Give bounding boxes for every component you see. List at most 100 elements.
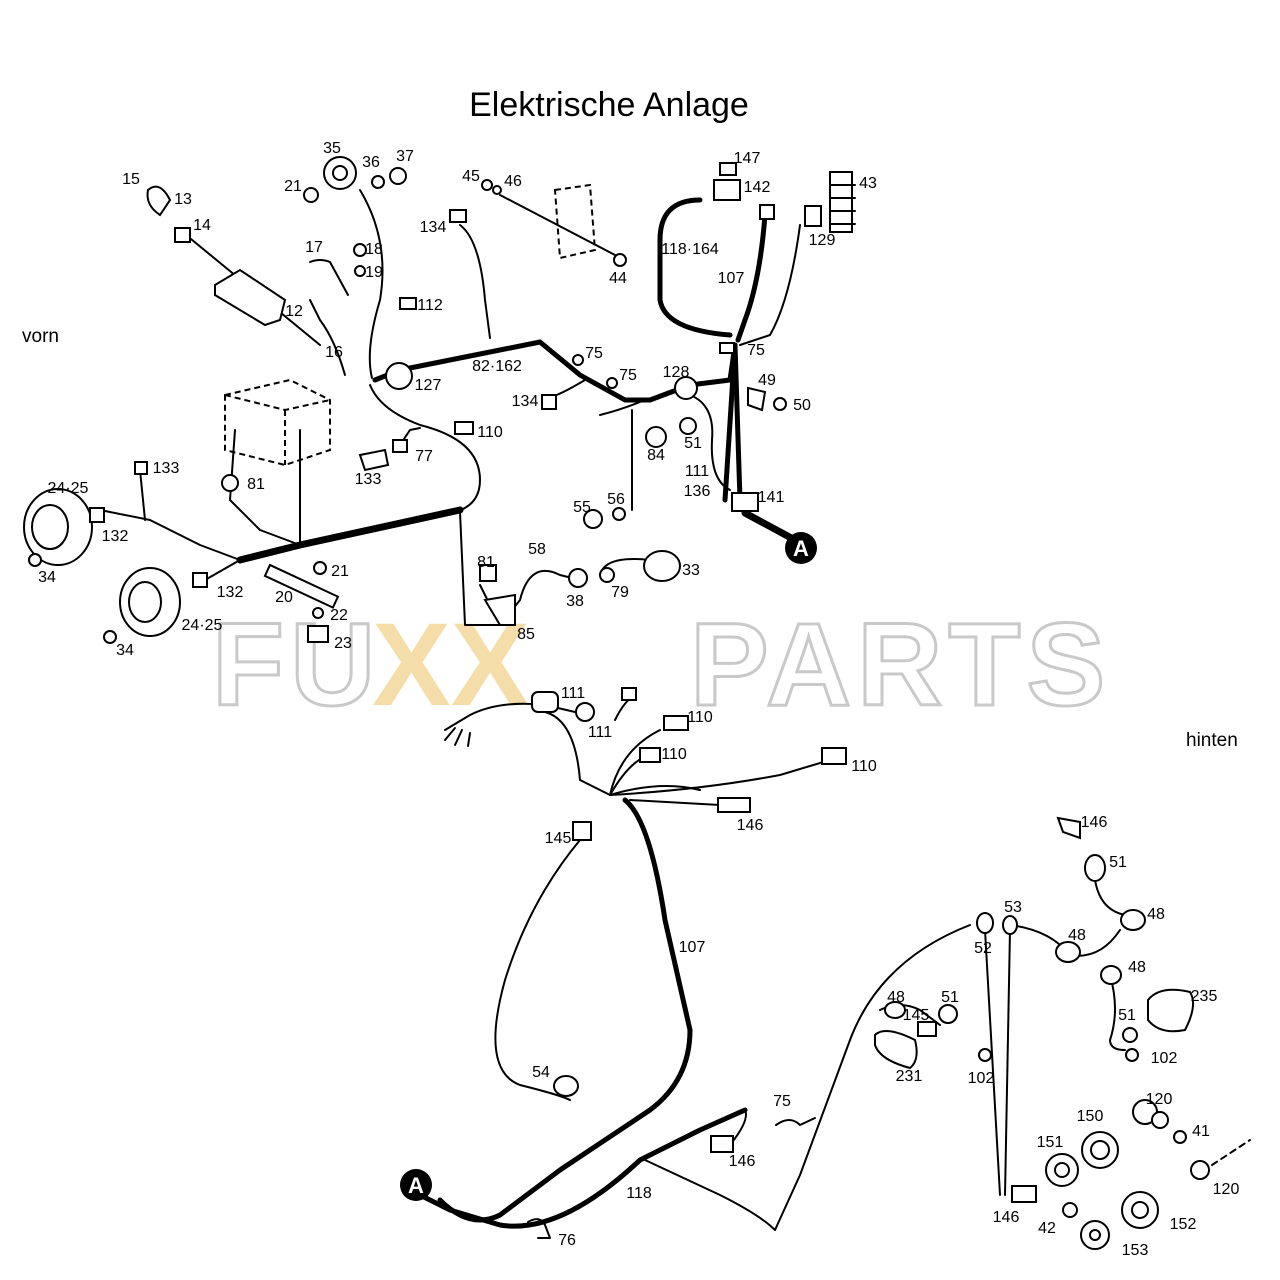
- callout-c132a: 132: [102, 528, 129, 545]
- headlight-wire-upper: [99, 509, 241, 561]
- connector-146d: [1011, 1185, 1037, 1203]
- bracket-12: [214, 268, 287, 327]
- bulb-120b: [1190, 1160, 1210, 1180]
- callout-c37: 37: [396, 148, 414, 165]
- marker-a-bottom-label: A: [408, 1173, 424, 1198]
- grommet-48c: [1100, 965, 1122, 985]
- loom-loop-wire: [369, 384, 481, 513]
- wire-85: [459, 511, 501, 626]
- clip-75b: [606, 377, 618, 389]
- callout-c45: 45: [462, 168, 480, 185]
- washer-36: [371, 175, 385, 189]
- connector-111a: [531, 691, 559, 713]
- wire-51-146: [1094, 879, 1126, 916]
- callout-c111c: 111: [588, 724, 612, 741]
- bulb-38: [568, 568, 588, 588]
- callout-c118164: 118·164: [661, 241, 719, 258]
- connector-110d: [821, 747, 847, 765]
- grommet-128: [674, 376, 698, 400]
- clip-81a: [221, 474, 239, 492]
- callout-c50: 50: [793, 397, 811, 414]
- connector-133a: [134, 461, 148, 475]
- callout-c49: 49: [758, 372, 776, 389]
- connector-110a: [454, 421, 474, 435]
- screw-41: [1173, 1130, 1187, 1144]
- plug-84: [645, 426, 667, 448]
- housing-150-center: [1090, 1140, 1110, 1160]
- connector-146b: [710, 1135, 734, 1153]
- callout-c84: 84: [647, 447, 665, 464]
- connector-112: [399, 297, 417, 310]
- callout-c134b: 134: [512, 393, 539, 410]
- lamp-15: [146, 185, 172, 217]
- callout-c51c: 51: [1118, 1007, 1136, 1024]
- grommet-48d: [884, 1001, 906, 1019]
- front-components: [23, 156, 856, 644]
- grommet-111b: [575, 702, 595, 722]
- connector-146a: [717, 797, 751, 813]
- callout-c146d: 146: [993, 1209, 1020, 1226]
- callout-c85: 85: [517, 626, 535, 643]
- socket-79: [599, 567, 615, 583]
- bulb-120a: [1151, 1111, 1169, 1129]
- callout-c75b: 75: [619, 367, 637, 384]
- callout-c58: 58: [528, 541, 546, 558]
- marker-a-top-label: A: [793, 536, 809, 561]
- callout-c23: 23: [334, 635, 352, 652]
- connector-110c: [639, 747, 661, 763]
- horn-wire: [359, 189, 384, 379]
- callout-c56: 56: [607, 491, 625, 508]
- screw-50: [773, 397, 787, 411]
- callout-c147: 147: [734, 150, 761, 167]
- headlight-upper-lens: [31, 504, 69, 550]
- grommet-48b: [1055, 941, 1081, 963]
- callout-c22: 22: [330, 607, 348, 624]
- socket-151-center: [1054, 1162, 1070, 1178]
- callout-c120b: 120: [1213, 1181, 1240, 1198]
- grommet-48a: [1120, 909, 1146, 931]
- callout-c75c: 75: [747, 342, 765, 359]
- callout-c53: 53: [1004, 899, 1022, 916]
- relay-box-dashed: [553, 183, 597, 260]
- callout-c81b: 81: [477, 554, 495, 571]
- wire-107-main: [437, 797, 693, 1223]
- wire-129: [739, 224, 801, 346]
- callout-c79: 79: [611, 584, 629, 601]
- connector-145a: [572, 821, 592, 841]
- reflector-153-center: [1089, 1229, 1101, 1241]
- callout-c48a: 48: [1147, 906, 1165, 923]
- callout-c111a: 111: [685, 463, 709, 480]
- grommet-51d: [938, 1004, 958, 1024]
- bulb-120b-axis: [1211, 1139, 1251, 1166]
- callout-c133a: 133: [355, 471, 382, 488]
- wire-rear-vertical-1: [984, 929, 1001, 1196]
- clip-75a: [572, 354, 584, 366]
- callout-c145b: 145: [903, 1007, 930, 1024]
- strip-20: [263, 563, 340, 609]
- middle-harness: [407, 694, 971, 1231]
- callout-c151: 151: [1037, 1134, 1064, 1151]
- callout-c2425a: 24·25: [48, 480, 89, 497]
- clamp-17: [309, 259, 349, 296]
- horn-35-center: [332, 165, 348, 181]
- callout-c146b: 146: [729, 1153, 756, 1170]
- nut-42: [1062, 1202, 1078, 1218]
- lamp-235: [1147, 988, 1195, 1033]
- headlight-wire-lower: [204, 559, 241, 581]
- connector-142: [713, 179, 741, 201]
- wire-16: [309, 299, 346, 376]
- nut-45: [481, 179, 493, 191]
- callout-c146c: 146: [1081, 814, 1108, 831]
- callout-c43: 43: [859, 175, 877, 192]
- clip-top: [621, 687, 637, 701]
- callout-c110c: 110: [661, 746, 687, 763]
- headlight-lower-lens: [128, 581, 162, 623]
- clip-76: [527, 1218, 551, 1239]
- grommet-52: [976, 912, 994, 934]
- connector-134a: [449, 209, 467, 223]
- callout-c46: 46: [504, 173, 522, 190]
- middle-components: [444, 687, 847, 1239]
- callout-c231: 231: [896, 1068, 923, 1085]
